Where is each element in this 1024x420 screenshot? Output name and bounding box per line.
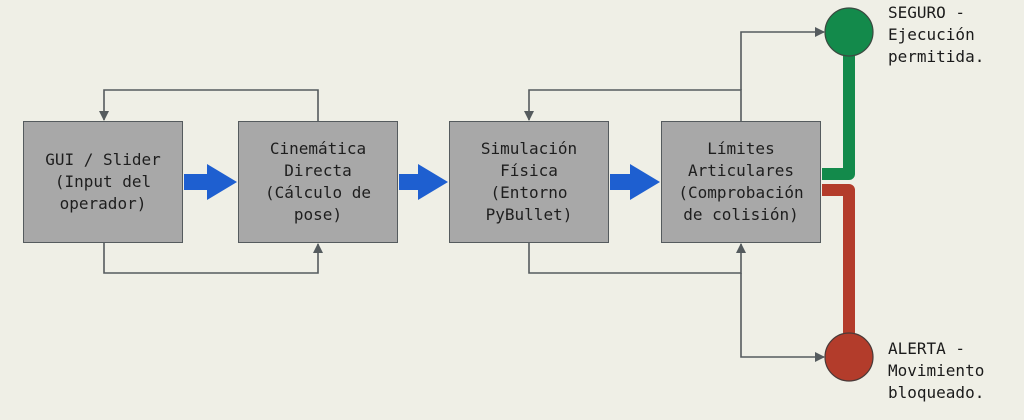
safe-connector bbox=[740, 27, 825, 90]
alert-connector bbox=[740, 273, 825, 362]
flow-arrow-2 bbox=[399, 164, 448, 200]
block-joint-limits: Límites Articulares (Comprobación de col… bbox=[661, 121, 821, 243]
alert-label: ALERTA - Movimiento bloqueado. bbox=[888, 339, 985, 402]
feedback-top-1 bbox=[99, 89, 319, 121]
feedback-bottom-2 bbox=[528, 243, 746, 274]
flow-arrow-3 bbox=[610, 164, 660, 200]
safe-indicator bbox=[824, 7, 874, 57]
flow-arrow-1 bbox=[184, 164, 237, 200]
feedback-bottom-1 bbox=[103, 243, 323, 274]
alert-indicator bbox=[824, 332, 874, 382]
alert-path bbox=[822, 184, 855, 335]
feedback-top-2 bbox=[524, 89, 742, 121]
safe-path bbox=[822, 50, 855, 180]
block-physics-simulation: Simulación Física (Entorno PyBullet) bbox=[449, 121, 609, 243]
block-gui-slider: GUI / Slider (Input del operador) bbox=[23, 121, 183, 243]
block-forward-kinematics: Cinemática Directa (Cálculo de pose) bbox=[238, 121, 398, 243]
safe-label: SEGURO - Ejecución permitida. bbox=[888, 3, 985, 66]
